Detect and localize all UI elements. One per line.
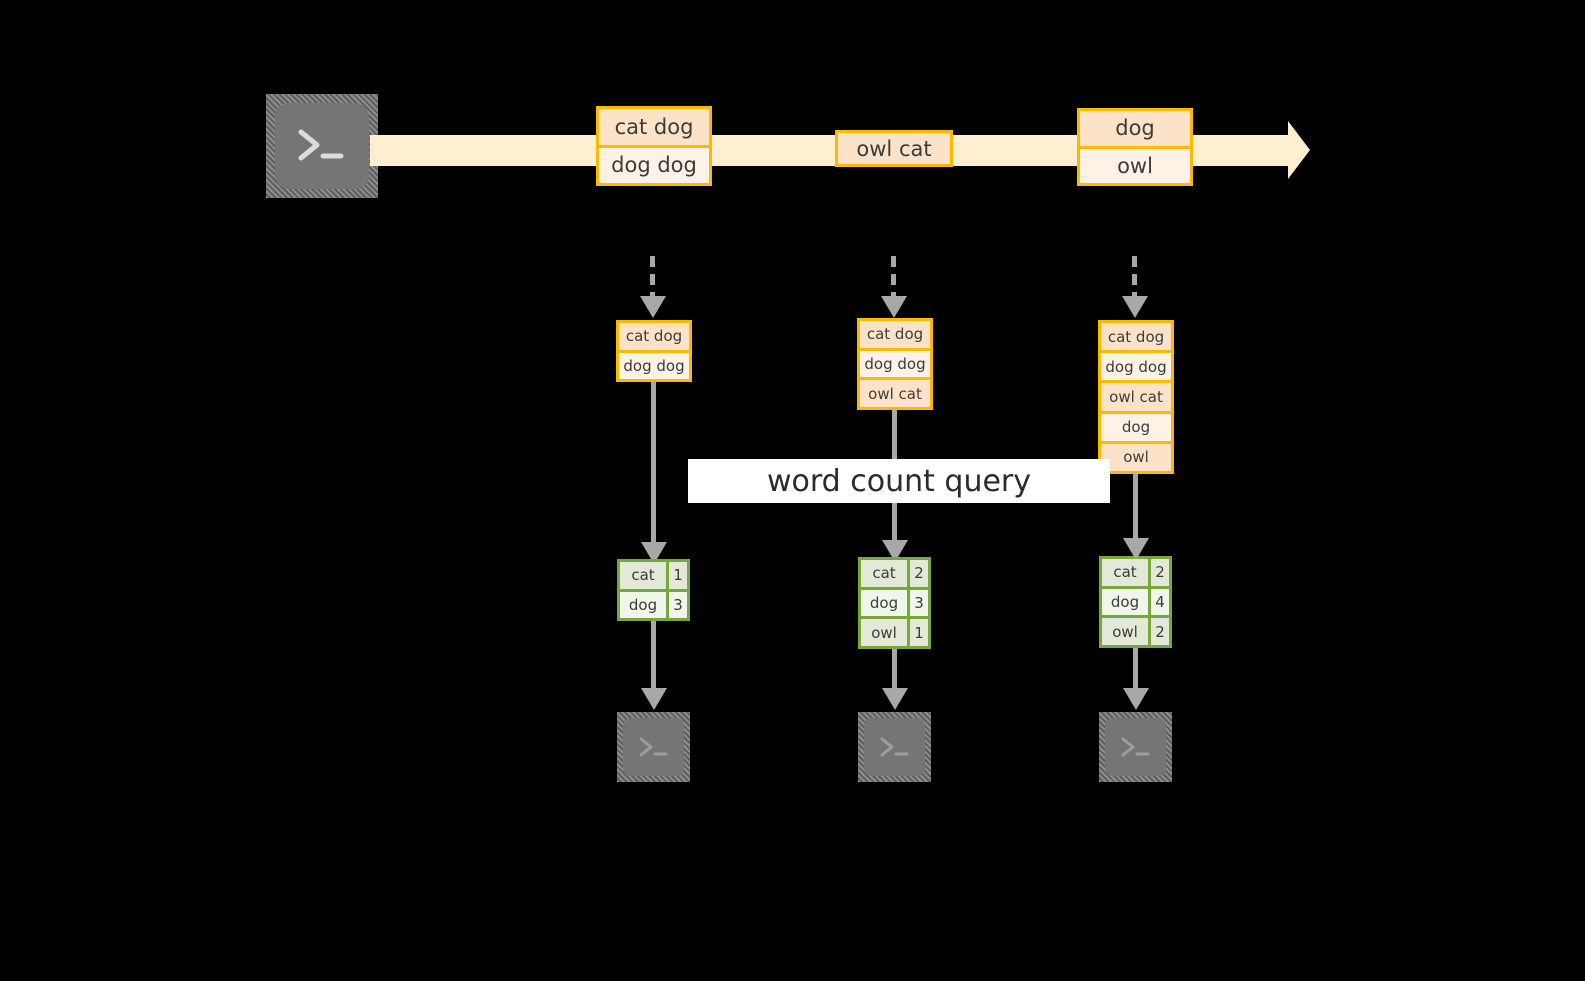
stream-event-box: cat dog dog dog	[596, 106, 712, 186]
sink-terminal-icon	[858, 712, 931, 782]
sink-terminal-icon	[617, 712, 690, 782]
result-word: dog	[1102, 588, 1148, 616]
result-word: owl	[1102, 618, 1148, 646]
prompt-glyph	[880, 737, 908, 757]
snapshot-arrow-head	[640, 296, 666, 318]
result-count: 2	[1148, 559, 1169, 586]
snapshot-arrow-line	[891, 256, 896, 300]
accumulated-line: dog dog	[1101, 350, 1171, 381]
result-word: dog	[620, 591, 666, 618]
result-word: cat	[1102, 559, 1148, 586]
stream-event-line: cat dog	[599, 109, 709, 145]
prompt-glyph	[639, 737, 667, 757]
accumulated-box: cat dog dog dog	[616, 320, 692, 382]
accumulated-line: dog dog	[619, 349, 689, 379]
result-count: 1	[907, 619, 928, 647]
table-row: dog 4	[1102, 585, 1169, 616]
snapshot-arrow-line	[1132, 256, 1137, 300]
result-count: 2	[907, 560, 928, 587]
table-row: cat 2	[861, 560, 928, 587]
accumulated-line: cat dog	[619, 323, 689, 350]
sink-arrow-line	[1133, 648, 1138, 694]
table-row: cat 2	[1102, 559, 1169, 586]
accumulated-line: cat dog	[1101, 323, 1171, 351]
query-arrow-head	[641, 542, 667, 564]
result-word: owl	[861, 619, 907, 647]
source-terminal-icon	[266, 94, 378, 198]
accumulated-line: cat dog	[860, 321, 930, 348]
table-row: owl 1	[861, 616, 928, 647]
query-label-band: word count query	[688, 459, 1110, 503]
accumulated-box: cat dog dog dog owl cat dog owl	[1098, 320, 1174, 474]
stream-event-box: owl cat	[835, 130, 953, 167]
result-count: 1	[666, 562, 687, 589]
prompt-glyph	[1121, 737, 1149, 757]
stream-event-line: owl cat	[838, 133, 950, 164]
table-row: dog 3	[861, 586, 928, 617]
result-word: dog	[861, 589, 907, 617]
accumulated-box: cat dog dog dog owl cat	[857, 318, 933, 410]
query-arrow-line	[651, 382, 656, 548]
snapshot-arrow-head	[1122, 296, 1148, 318]
result-count: 2	[1148, 618, 1169, 646]
accumulated-line: dog dog	[860, 347, 930, 378]
stream-event-line: owl	[1080, 145, 1190, 183]
stream-event-line: dog	[1080, 111, 1190, 146]
result-word: cat	[620, 562, 666, 589]
sink-arrow-head	[882, 688, 908, 710]
snapshot-arrow-head	[881, 296, 907, 318]
table-row: owl 2	[1102, 615, 1169, 646]
snapshot-arrow-line	[650, 256, 655, 300]
result-word: cat	[861, 560, 907, 587]
result-count: 3	[907, 589, 928, 617]
stream-event-box: dog owl	[1077, 108, 1193, 186]
prompt-glyph	[298, 129, 344, 161]
sink-terminal-icon	[1099, 712, 1172, 782]
result-table: cat 1 dog 3	[617, 559, 690, 621]
stream-event-line: dog dog	[599, 144, 709, 183]
result-table: cat 2 dog 4 owl 2	[1099, 556, 1172, 648]
result-table: cat 2 dog 3 owl 1	[858, 557, 931, 649]
sink-arrow-line	[892, 649, 897, 694]
accumulated-line: dog	[1101, 410, 1171, 441]
result-count: 3	[666, 591, 687, 618]
accumulated-line: owl cat	[1101, 380, 1171, 411]
query-arrow-head	[1123, 538, 1149, 560]
query-label: word count query	[766, 463, 1032, 499]
accumulated-line: owl cat	[860, 377, 930, 408]
query-arrow-line	[1133, 474, 1138, 546]
table-row: dog 3	[620, 588, 687, 618]
query-arrow-head	[882, 540, 908, 562]
result-count: 4	[1148, 588, 1169, 616]
accumulated-line: owl	[1101, 440, 1171, 472]
table-row: cat 1	[620, 562, 687, 589]
sink-arrow-head	[1123, 688, 1149, 710]
sink-arrow-head	[641, 688, 667, 710]
sink-arrow-line	[651, 621, 656, 694]
event-stream-arrowhead	[1288, 121, 1310, 179]
